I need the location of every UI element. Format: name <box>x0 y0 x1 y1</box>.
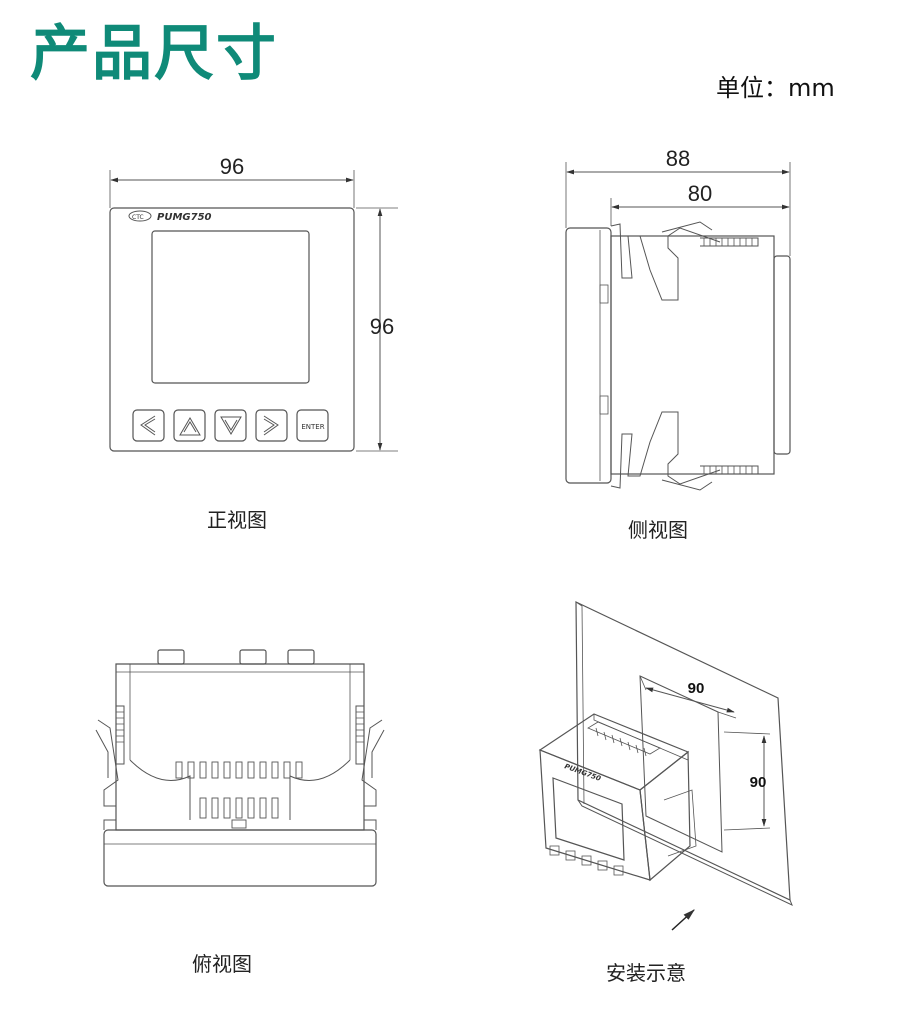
vent-slots <box>175 761 303 829</box>
lower-clip <box>610 411 721 489</box>
up-arrow-icon <box>179 417 201 436</box>
body-depth-label: 80 <box>688 181 712 206</box>
terminal <box>287 649 315 665</box>
insert-direction-arrow-icon <box>671 909 695 931</box>
front-height-label: 96 <box>370 314 394 339</box>
left-button <box>132 409 165 442</box>
side-view <box>565 162 791 491</box>
front-view: CTC <box>109 170 398 452</box>
left-clip <box>97 719 119 830</box>
right-clip <box>361 719 383 830</box>
cutout-height-label: 90 <box>750 774 767 791</box>
install-button <box>613 865 624 876</box>
svg-text:CTC: CTC <box>132 214 144 221</box>
install-view-caption: 安装示意 <box>606 961 686 985</box>
left-arrow-icon <box>140 415 156 436</box>
up-button <box>173 409 206 442</box>
logo-icon <box>128 210 152 222</box>
top-view <box>95 649 385 887</box>
install-brand-label: PUMG750 <box>563 762 602 783</box>
right-arrow-icon <box>263 415 279 436</box>
terminal <box>157 649 185 665</box>
front-view-caption: 正视图 <box>207 508 267 532</box>
display-screen <box>151 230 310 384</box>
install-button <box>565 850 576 861</box>
install-screen <box>552 777 625 861</box>
overall-depth-label: 88 <box>666 146 690 171</box>
top-view-caption: 俯视图 <box>192 952 252 976</box>
down-arrow-icon <box>220 416 242 435</box>
panel-cutout <box>639 675 723 853</box>
meter-top-face <box>538 713 690 791</box>
front-panel <box>109 207 355 452</box>
enter-button <box>296 409 329 442</box>
page-title: 产品尺寸 <box>30 19 278 89</box>
side-body <box>610 235 775 475</box>
install-button <box>581 855 592 866</box>
install-button <box>597 860 608 871</box>
front-brand-label: PUMG750 <box>157 212 212 223</box>
meter-front-face <box>539 749 651 881</box>
install-view <box>538 601 793 931</box>
unit-label: 单位：mm <box>716 74 835 102</box>
side-bezel <box>565 227 612 484</box>
cutout-width-dimension <box>645 687 735 713</box>
cutout-width-label: 90 <box>688 680 705 697</box>
down-button <box>214 409 247 442</box>
top-body <box>115 663 365 831</box>
top-bezel <box>103 829 377 887</box>
side-rear <box>773 255 791 455</box>
side-view-caption: 侧视图 <box>628 518 688 542</box>
upper-clip <box>610 223 721 301</box>
right-button <box>255 409 288 442</box>
install-button <box>549 845 560 856</box>
enter-label: ENTER <box>301 423 324 431</box>
terminal <box>239 649 267 665</box>
front-width-label: 96 <box>220 154 244 179</box>
